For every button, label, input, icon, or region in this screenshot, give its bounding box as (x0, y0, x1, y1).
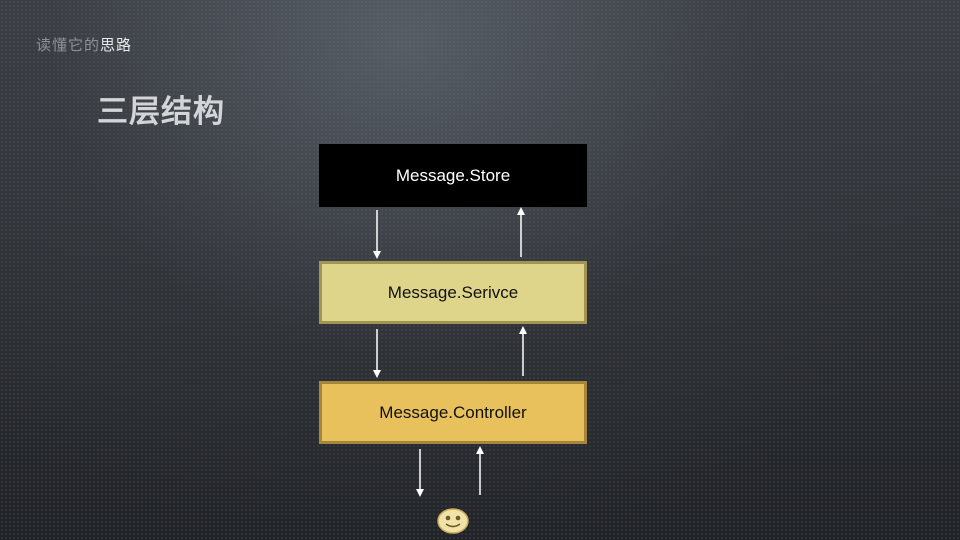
smiley-face-icon (437, 508, 469, 534)
layer-store-box: Message.Store (319, 144, 587, 207)
layer-controller-box: Message.Controller (319, 381, 587, 444)
layer-service-label: Message.Serivce (387, 282, 519, 302)
breadcrumb-part: 读懂它的 (36, 36, 101, 54)
layer-service-box: Message.Serivce (319, 261, 587, 324)
breadcrumb: 读懂它的思路 (36, 34, 132, 55)
layer-store-label: Message.Store (395, 165, 511, 185)
layer-controller-label: Message.Controller (379, 402, 527, 422)
breadcrumb-current: 思路 (100, 36, 133, 54)
page-title: 三层结构 (97, 94, 225, 130)
